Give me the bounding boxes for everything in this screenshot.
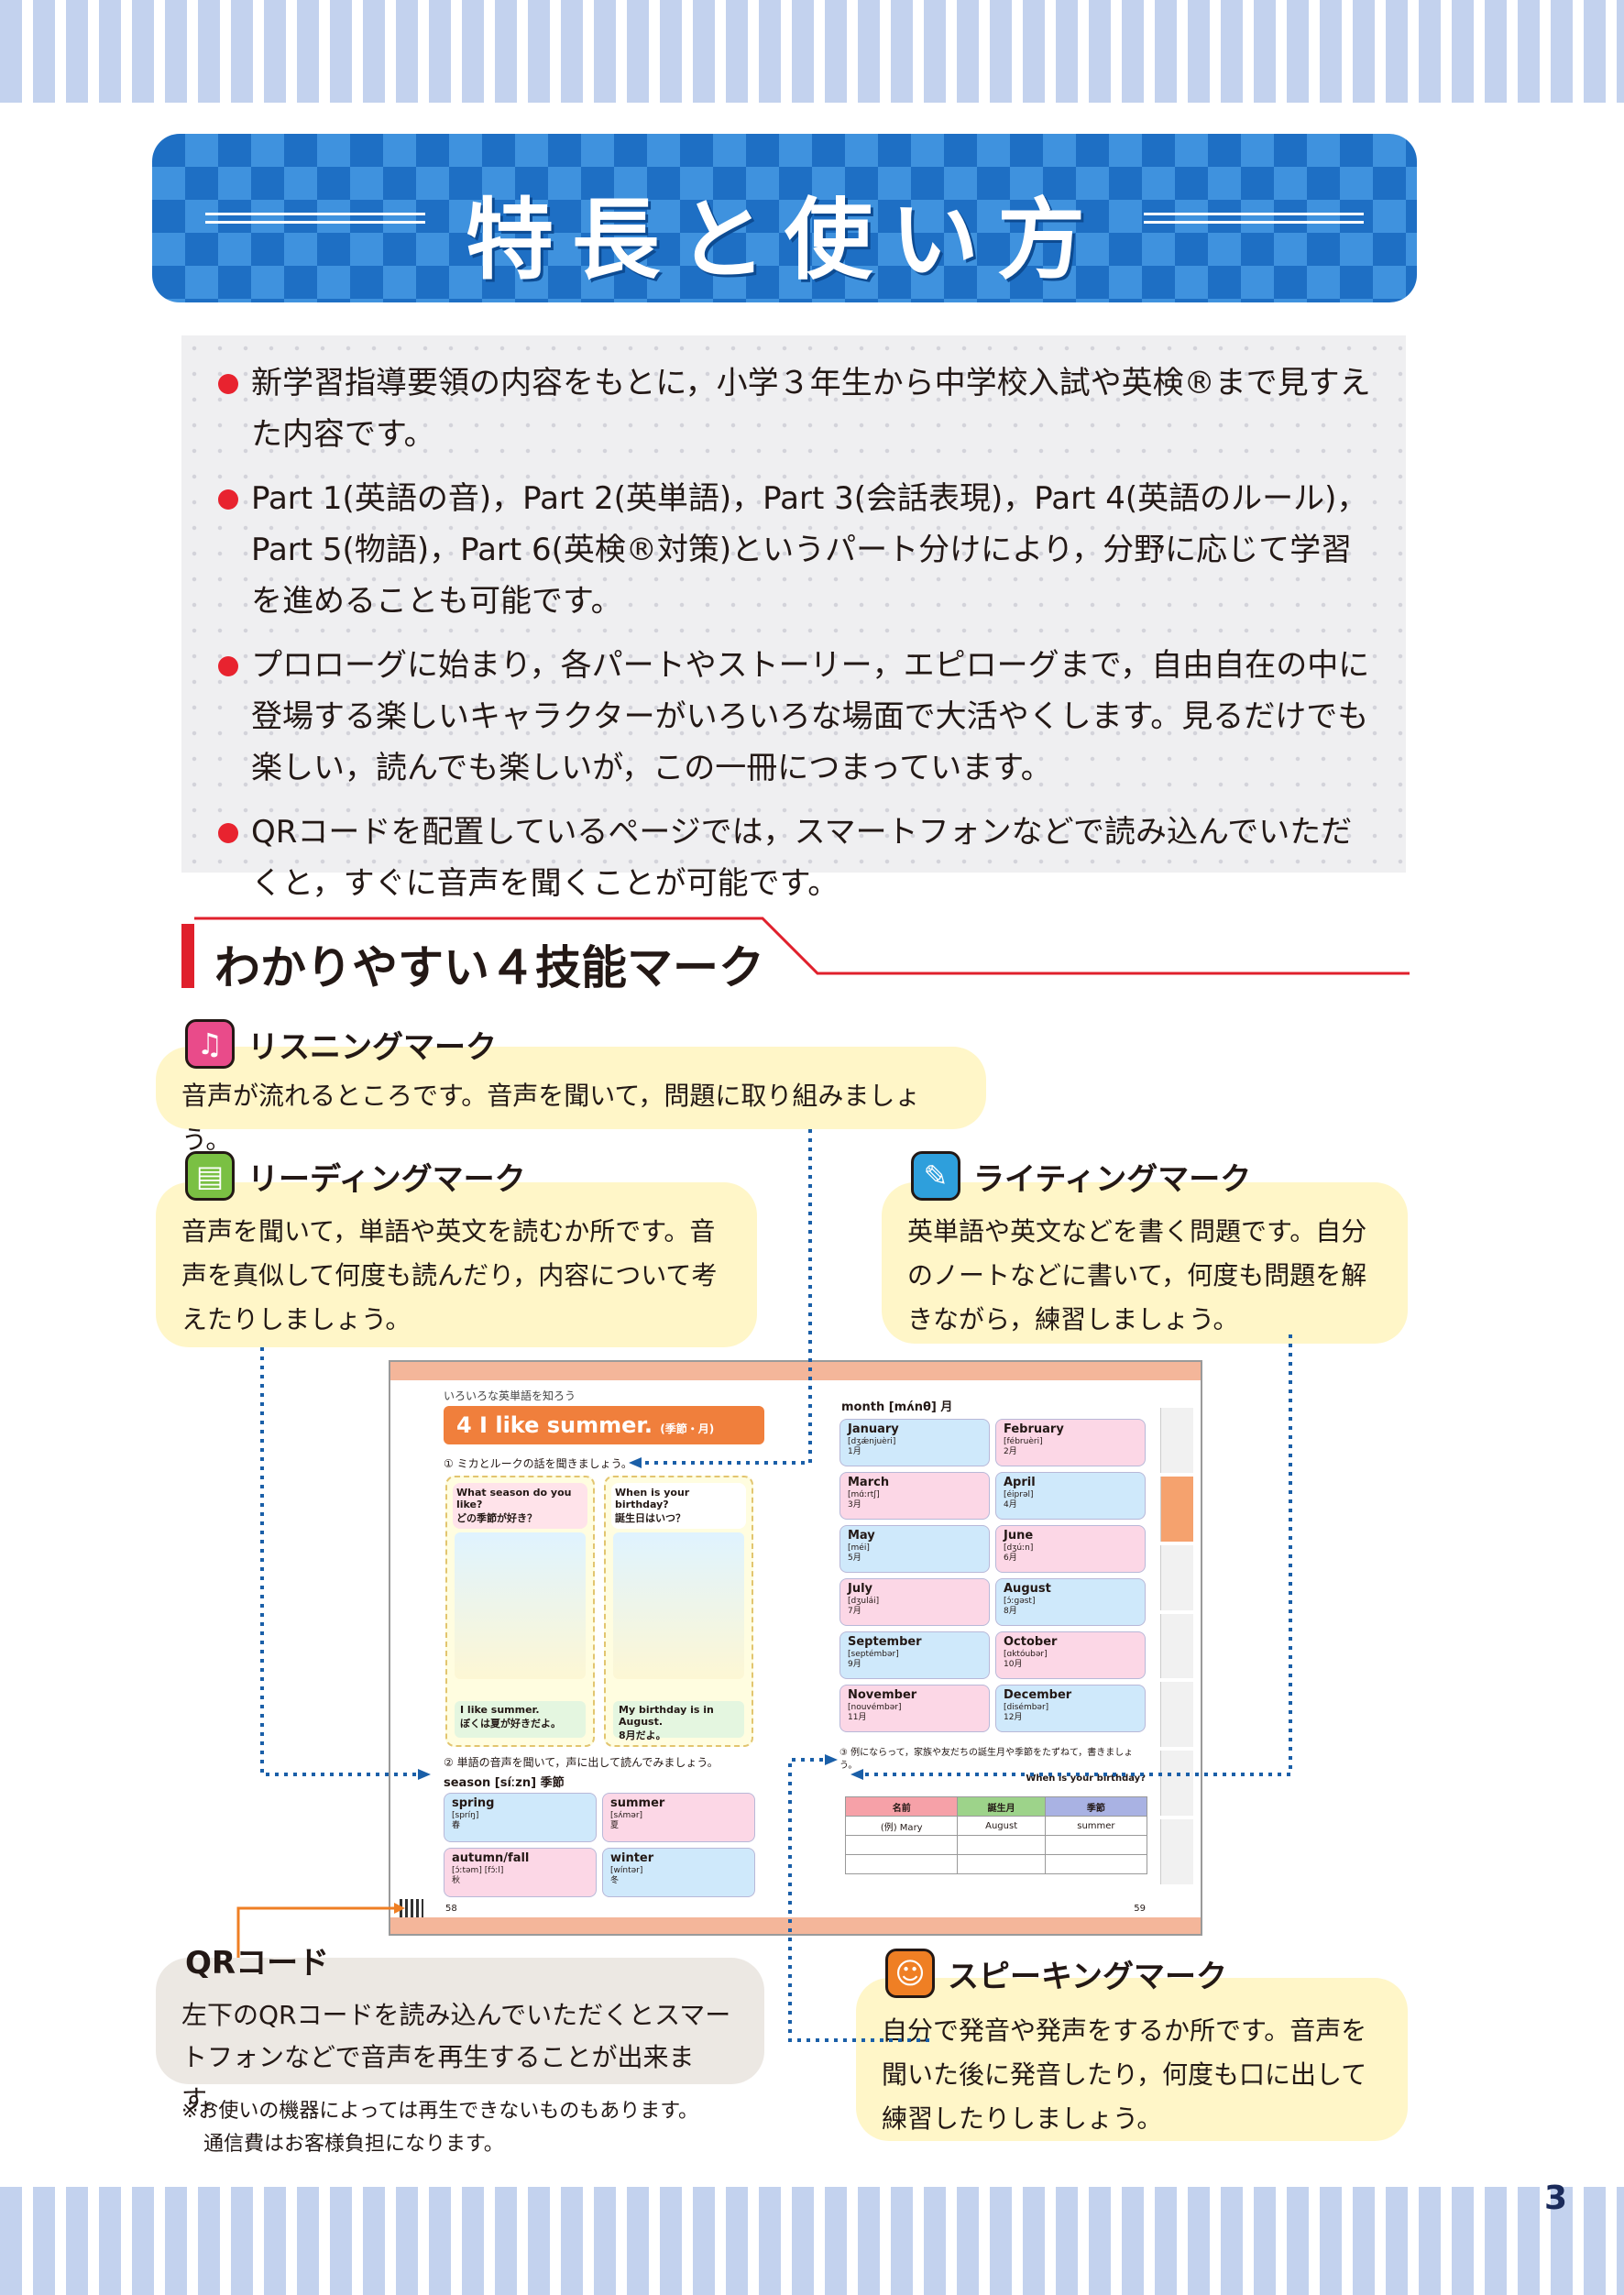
bullet-dot-icon <box>218 823 238 843</box>
bullet-dot-icon <box>218 374 238 394</box>
season-label: season [síːzn] 季節 <box>444 1776 565 1790</box>
sample-header: いろいろな英単語を知ろう <box>444 1389 576 1402</box>
comic-caption: I like summer.ぼくは夏が好きだよ。 <box>455 1701 586 1738</box>
month-cell: October[ɑktóubər]10月 <box>995 1631 1146 1679</box>
section-heading: わかりやすい４技能マーク <box>181 917 1410 997</box>
textbook-sample-spread: いろいろな英単語を知ろう 4 I like summer. (季節・月) ① ミ… <box>389 1360 1202 1936</box>
speaking-face-icon: ☺ <box>885 1949 935 1998</box>
month-cell: May[méi]5月 <box>839 1525 990 1573</box>
title-banner: 特長と使い方 <box>152 134 1417 302</box>
comic-illustration <box>613 1532 744 1679</box>
intro-list: 新学習指導要領の内容をもとに，小学３年生から中学校入試や英検®まで見すえた内容で… <box>218 357 1378 909</box>
sample-step-1: ① ミカとルークの話を聞きましょう。 <box>444 1457 632 1470</box>
qr-code-title: QRコード <box>185 1945 330 1982</box>
lesson-banner: 4 I like summer. (季節・月) <box>444 1406 764 1444</box>
sample-step-3: ③ 例にならって，家族や友だちの誕生月や季節をたずねて，書きましょう。 When… <box>839 1748 1146 1784</box>
book-reader-icon: ▤ <box>185 1151 235 1201</box>
bullet-dot-icon <box>218 656 238 676</box>
intro-bullet: QRコードを配置しているページでは，スマートフォンなどで読み込んでいただくと，す… <box>218 807 1378 909</box>
pencil-icon: ✎ <box>911 1151 960 1201</box>
reading-mark-callout: 音声を聞いて，単語や英文を読むか所です。音声を真似して何度も読んだり，内容につい… <box>156 1182 757 1347</box>
month-cell: April[éiprəl]4月 <box>995 1472 1146 1520</box>
page-title: 特長と使い方 <box>466 189 1103 291</box>
qr-code-callout: 左下のQRコードを読み込んでいただくとスマートフォンなどで音声を再生することが出… <box>156 1958 764 2114</box>
month-cell: June[dʒúːn]6月 <box>995 1525 1146 1573</box>
writing-mark-callout: 英単語や英文などを書く問題です。自分のノートなどに書いて，何度も問題を解きながら… <box>882 1182 1408 1344</box>
table-row: (例) Mary August summer <box>844 1816 1148 1836</box>
section-title: わかりやすい４技能マーク <box>214 941 764 994</box>
month-cell: December[disémbər]12月 <box>995 1685 1146 1732</box>
comic-panel: When is your birthday?誕生日はいつ？ My birthda… <box>604 1476 753 1747</box>
month-cell: February[fébruèri]2月 <box>995 1419 1146 1466</box>
season-cell: spring[spríŋ]春 <box>444 1793 597 1842</box>
intro-bullet: プロローグに始まり，各パートやストーリー，エピローグまで，自由自在の中に登場する… <box>218 640 1378 794</box>
month-grid: January[dʒǽnjuèri]1月 February[fébruèri]2… <box>839 1419 1146 1732</box>
comic-caption: My birthday is in August.8月だよ。 <box>613 1701 744 1741</box>
spread-bottom-band <box>390 1917 1201 1934</box>
heading-underline <box>194 917 1410 975</box>
season-cell: summer[sʌ́mər]夏 <box>602 1793 755 1842</box>
comic-panel: What season do you like?どの季節が好き？ I like … <box>445 1476 595 1747</box>
table-row <box>844 1854 1148 1874</box>
page-number: 3 <box>1543 2180 1567 2217</box>
bullet-dot-icon <box>218 489 238 510</box>
speaking-mark-callout: 自分で発音や発声をするか所です。音声を聞いた後に発音したり，何度も口に出して練習… <box>856 1978 1408 2141</box>
writing-mark-title: ✎ ライティングマーク <box>911 1151 1251 1201</box>
headphones-icon: ♫ <box>185 1019 235 1069</box>
month-cell: January[dʒǽnjuèri]1月 <box>839 1419 990 1466</box>
birthday-table: 名前 誕生月 季節 (例) Mary August summer <box>844 1796 1148 1874</box>
sample-page-right: 59 <box>1134 1904 1146 1914</box>
speaking-mark-title: ☺ スピーキングマーク <box>885 1949 1227 1998</box>
table-row <box>844 1835 1148 1855</box>
speech-bubble: When is your birthday?誕生日はいつ？ <box>611 1483 746 1529</box>
season-cell: winter[wíntər]冬 <box>602 1848 755 1897</box>
intro-bullet: Part 1(英語の音)，Part 2(英単語)，Part 3(会話表現)，Pa… <box>218 473 1378 627</box>
bottom-stripe-band <box>0 2187 1624 2295</box>
month-cell: July[dʒulái]7月 <box>839 1578 990 1626</box>
listening-mark-callout: 音声が流れるところです。音声を聞いて，問題に取り組みましょう。 <box>156 1047 986 1155</box>
listening-mark-title: ♫ リスニングマーク <box>185 1019 497 1069</box>
month-cell: September[septémbər]9月 <box>839 1631 990 1679</box>
comic-panels: What season do you like?どの季節が好き？ I like … <box>445 1476 753 1747</box>
reading-mark-title: ▤ リーディングマーク <box>185 1151 526 1201</box>
footnote: ※お使いの機器によっては再生できないものもあります。 通信費はお客様負担になりま… <box>181 2100 699 2156</box>
speech-bubble: What season do you like?どの季節が好き？ <box>453 1483 587 1529</box>
banner-rule-left <box>205 213 425 224</box>
month-label: month [mʌ́nθ] 月 <box>841 1400 953 1414</box>
season-grid: spring[spríŋ]春 summer[sʌ́mər]夏 autumn/fa… <box>444 1793 755 1897</box>
intro-bullet: 新学習指導要領の内容をもとに，小学３年生から中学校入試や英検®まで見すえた内容で… <box>218 357 1378 460</box>
month-cell: August[ɔ́ːgəst]8月 <box>995 1578 1146 1626</box>
month-cell: March[mɑ́ːrtʃ]3月 <box>839 1472 990 1520</box>
side-index-tabs <box>1160 1408 1193 1885</box>
season-cell: autumn/fall[ɔ́ːtəm] [fɔ́ːl]秋 <box>444 1848 597 1897</box>
spread-top-band <box>390 1362 1201 1380</box>
sample-page-left: 58 <box>445 1904 457 1914</box>
month-cell: November[nouvémbər]11月 <box>839 1685 990 1732</box>
top-stripe-band <box>0 0 1624 103</box>
comic-illustration <box>455 1532 586 1679</box>
banner-rule-right <box>1144 213 1364 224</box>
sample-step-2: ② 単語の音声を聞いて，声に出して読んでみましょう。 <box>444 1756 719 1769</box>
heading-accent-bar <box>181 924 194 988</box>
intro-box: 新学習指導要領の内容をもとに，小学３年生から中学校入試や英検®まで見すえた内容で… <box>181 335 1406 902</box>
